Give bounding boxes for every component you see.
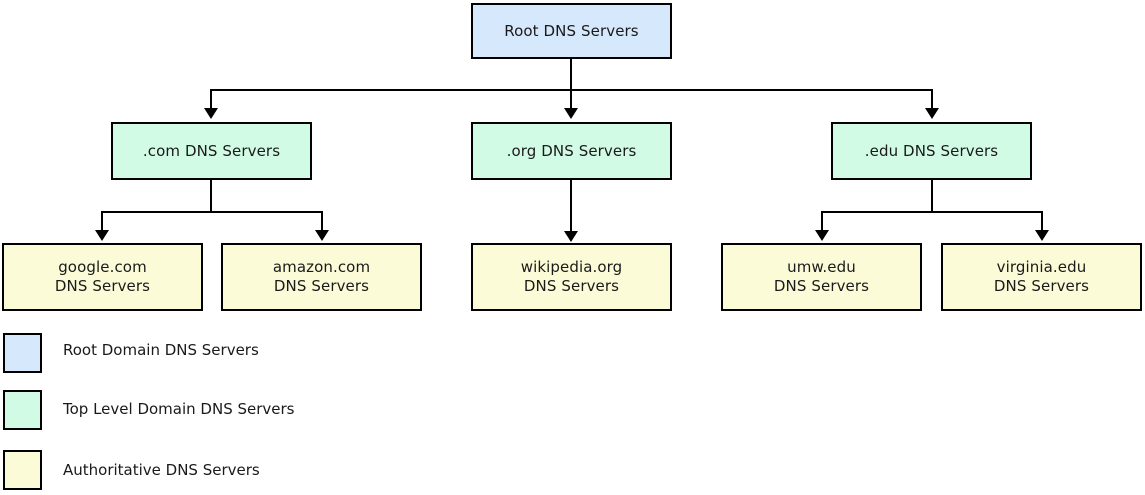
arrowhead-edu-to-virginia: [1035, 230, 1049, 241]
node-umw-edu-line2: DNS Servers: [773, 277, 870, 295]
node-amazon-com-dns-servers[interactable]: amazon.com DNS Servers: [221, 243, 422, 311]
arrowhead-com-to-amazon: [315, 230, 329, 241]
edge-org-to-wikipedia: [570, 180, 572, 233]
edge-root-to-com: [210, 89, 212, 112]
arrowhead-edu-to-umw: [815, 230, 829, 241]
node-wikipedia-org-dns-servers[interactable]: wikipedia.org DNS Servers: [471, 243, 672, 311]
node-com-label: .com DNS Servers: [142, 141, 281, 160]
edge-root-stem: [570, 59, 572, 90]
arrowhead-root-to-com: [204, 108, 218, 119]
node-virginia-edu-line2: DNS Servers: [993, 277, 1090, 295]
edge-com-bus: [101, 211, 322, 213]
node-google-com-line2: DNS Servers: [54, 277, 151, 295]
arrowhead-root-to-org: [564, 108, 578, 119]
edge-root-to-edu: [931, 89, 933, 112]
node-virginia-edu-line1: virginia.edu: [996, 258, 1087, 276]
edge-com-to-amazon: [321, 211, 323, 232]
legend-label-top-level-domain: Top Level Domain DNS Servers: [63, 400, 295, 418]
node-amazon-com-line1: amazon.com: [272, 258, 371, 276]
node-umw-edu-dns-servers[interactable]: umw.edu DNS Servers: [721, 243, 922, 311]
edge-edu-bus: [821, 211, 1042, 213]
node-root-label: Root DNS Servers: [504, 21, 639, 40]
edge-edu-to-umw: [821, 211, 823, 232]
edge-edu-stem: [931, 180, 933, 212]
node-wikipedia-org-line1: wikipedia.org: [520, 258, 623, 276]
node-edu-dns-servers[interactable]: .edu DNS Servers: [831, 122, 1032, 180]
legend-label-authoritative: Authoritative DNS Servers: [63, 461, 260, 479]
node-com-dns-servers[interactable]: .com DNS Servers: [111, 122, 312, 180]
edge-com-to-google: [101, 211, 103, 232]
node-org-dns-servers[interactable]: .org DNS Servers: [471, 122, 672, 180]
legend-label-root-domain: Root Domain DNS Servers: [63, 341, 259, 359]
edge-com-stem: [210, 180, 212, 212]
node-amazon-com-line2: DNS Servers: [273, 277, 370, 295]
node-google-com-dns-servers[interactable]: google.com DNS Servers: [2, 243, 203, 311]
node-virginia-edu-dns-servers[interactable]: virginia.edu DNS Servers: [941, 243, 1142, 311]
edge-root-to-org: [570, 89, 572, 112]
arrowhead-org-to-wikipedia: [564, 231, 578, 242]
legend-swatch-root-domain: [3, 333, 42, 373]
legend-swatch-top-level-domain: [3, 390, 42, 430]
node-root-dns-servers[interactable]: Root DNS Servers: [471, 3, 672, 59]
node-org-label: .org DNS Servers: [506, 141, 637, 160]
arrowhead-com-to-google: [95, 230, 109, 241]
edge-edu-to-virginia: [1041, 211, 1043, 232]
node-umw-edu-line1: umw.edu: [787, 258, 856, 276]
node-wikipedia-org-line2: DNS Servers: [523, 277, 620, 295]
node-google-com-line1: google.com: [58, 258, 147, 276]
node-edu-label: .edu DNS Servers: [864, 141, 999, 160]
arrowhead-root-to-edu: [925, 108, 939, 119]
legend-swatch-authoritative: [3, 450, 42, 490]
